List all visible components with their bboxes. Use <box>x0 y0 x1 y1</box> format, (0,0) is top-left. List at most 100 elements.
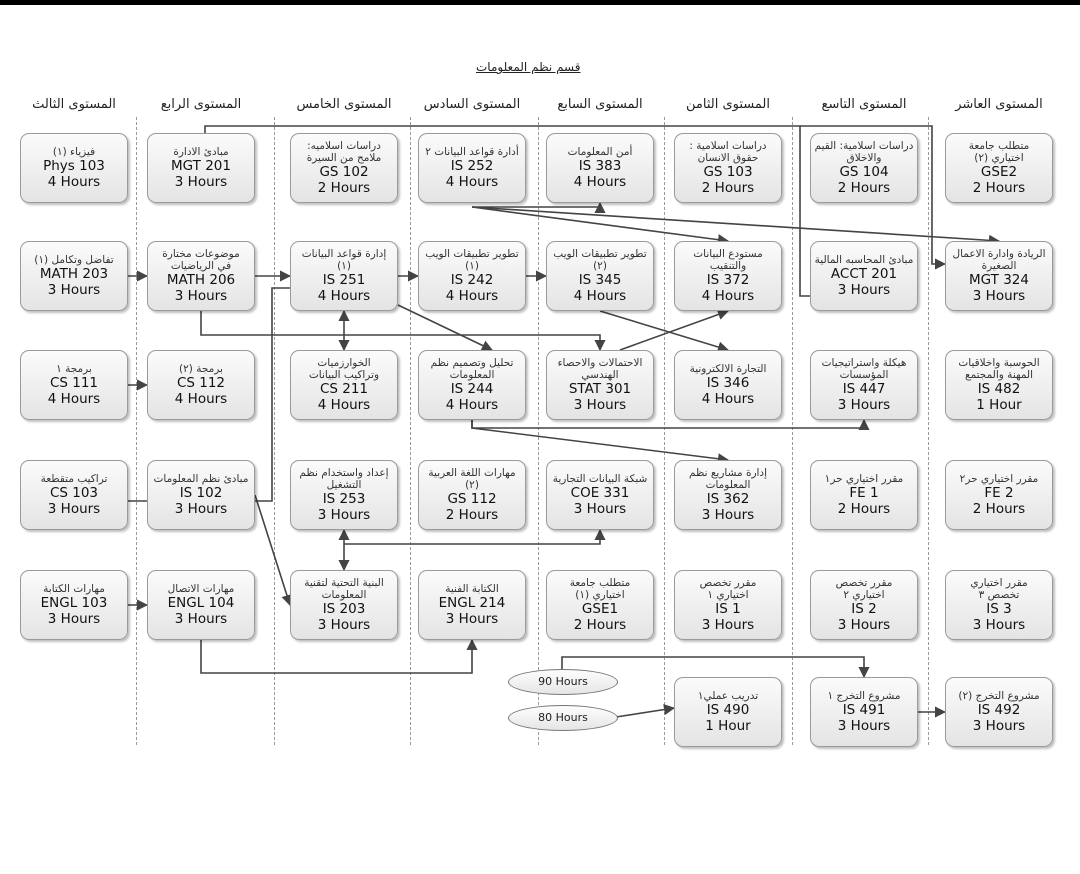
course-code: ACCT 201 <box>830 266 898 282</box>
course-code: IS 2 <box>851 601 877 617</box>
link-is251-is244 <box>397 304 494 351</box>
course-name: مشروع التخرج (٢) <box>958 690 1040 702</box>
course-hours: 2 Hours <box>573 617 627 633</box>
course-hours: 3 Hours <box>972 718 1026 734</box>
note-h80: 80 Hours <box>508 705 618 731</box>
course-code: IS 383 <box>578 158 622 174</box>
course-name: تدريب عملي١ <box>697 690 759 702</box>
note-h90: 90 Hours <box>508 669 618 695</box>
course-code: GS 102 <box>319 164 369 180</box>
course-code: Phys 103 <box>43 158 105 174</box>
course-code: IS 203 <box>322 601 366 617</box>
course-name: دراسات اسلاميه: ملامح من السيرة <box>306 140 382 164</box>
course-hours: 4 Hours <box>573 174 627 190</box>
course-hours: 3 Hours <box>701 617 755 633</box>
course-hours: 2 Hours <box>972 180 1026 196</box>
link-is102-is203 <box>254 494 293 607</box>
course-code: IS 492 <box>977 702 1021 718</box>
level-header-l6: المستوى السادس <box>423 97 521 112</box>
course-code: GS 104 <box>839 164 889 180</box>
course-hours: 3 Hours <box>837 718 891 734</box>
course-hours: 3 Hours <box>47 501 101 517</box>
level-separator <box>136 117 137 745</box>
course-name: فيزياء (١) <box>52 146 96 158</box>
course-code: IS 253 <box>322 491 366 507</box>
course-code: IS 362 <box>706 491 750 507</box>
course-hours: 4 Hours <box>445 397 499 413</box>
course-name: الحوسبة واخلاقيات المهنة والمجتمع <box>958 357 1040 381</box>
course-name: مقرر اختياري تخصص ٣ <box>970 577 1028 601</box>
level-header-l10: المستوى العاشر <box>955 97 1043 112</box>
course-code: ENGL 104 <box>167 595 235 611</box>
course-hours: 4 Hours <box>573 288 627 304</box>
course-hours: 3 Hours <box>47 282 101 298</box>
course-hours: 4 Hours <box>47 391 101 407</box>
level-separator <box>792 117 793 745</box>
level-separator <box>928 117 929 745</box>
course-hours: 4 Hours <box>445 288 499 304</box>
course-code: COE 331 <box>570 485 630 501</box>
course-code: ENGL 103 <box>40 595 108 611</box>
course-name: إدارة قواعد البيانات (١) <box>301 248 387 272</box>
course-hours: 4 Hours <box>701 391 755 407</box>
course-name: التجارة الالكترونية <box>689 363 767 375</box>
course-name: مهارات الكتابة <box>43 583 105 595</box>
course-name: الخوارزميات وتراكيب البيانات <box>308 357 380 381</box>
link-is252-mgt324 <box>471 206 1001 246</box>
course-name: البنية التحتية لتقنية المعلومات <box>304 577 384 601</box>
course-code: IS 447 <box>842 381 886 397</box>
link-is252-is383 <box>472 201 606 214</box>
course-hours: 3 Hours <box>317 507 371 523</box>
course-code: CS 103 <box>49 485 99 501</box>
course-name: تحليل وتصميم نظم المعلومات <box>430 357 514 381</box>
course-name: تراكيب متقطعة <box>40 473 108 485</box>
level-header-l8: المستوى الثامن <box>686 97 770 112</box>
course-hours: 1 Hour <box>705 718 751 734</box>
course-hours: 3 Hours <box>174 611 228 627</box>
link-is244-is362 <box>471 420 730 465</box>
